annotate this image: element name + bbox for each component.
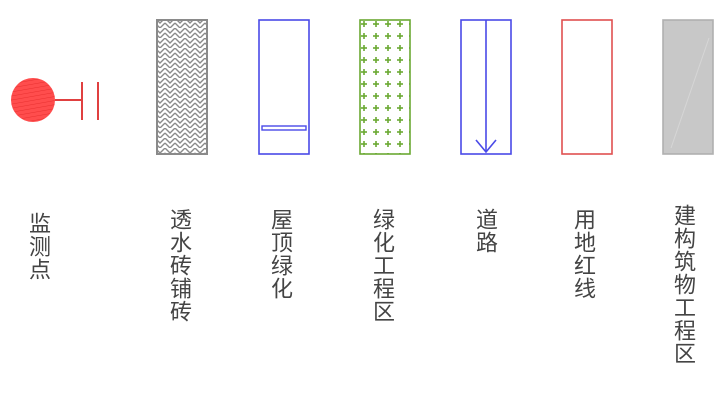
green-cross-pattern-icon	[359, 19, 411, 155]
legend-label-roof-greening: 屋顶绿化	[267, 208, 292, 300]
herringbone-hatch-icon	[156, 19, 208, 155]
legend-label-permeable-brick: 透水砖铺砖	[166, 208, 191, 323]
red-outline-rectangle-icon	[561, 19, 613, 155]
legend-label-road: 道路	[472, 208, 497, 254]
legend-label-building-area: 建构筑物工程区	[670, 204, 695, 365]
roof-greening-icon	[258, 19, 310, 155]
gray-filled-rectangle-icon	[662, 19, 714, 155]
legend-label-monitoring-point: 监测点	[25, 212, 50, 281]
legend-label-land-red-line: 用地红线	[570, 208, 595, 300]
monitoring-point-icon	[11, 78, 99, 122]
road-arrow-icon	[460, 19, 512, 155]
legend-label-greening-area: 绿化工程区	[369, 208, 394, 323]
